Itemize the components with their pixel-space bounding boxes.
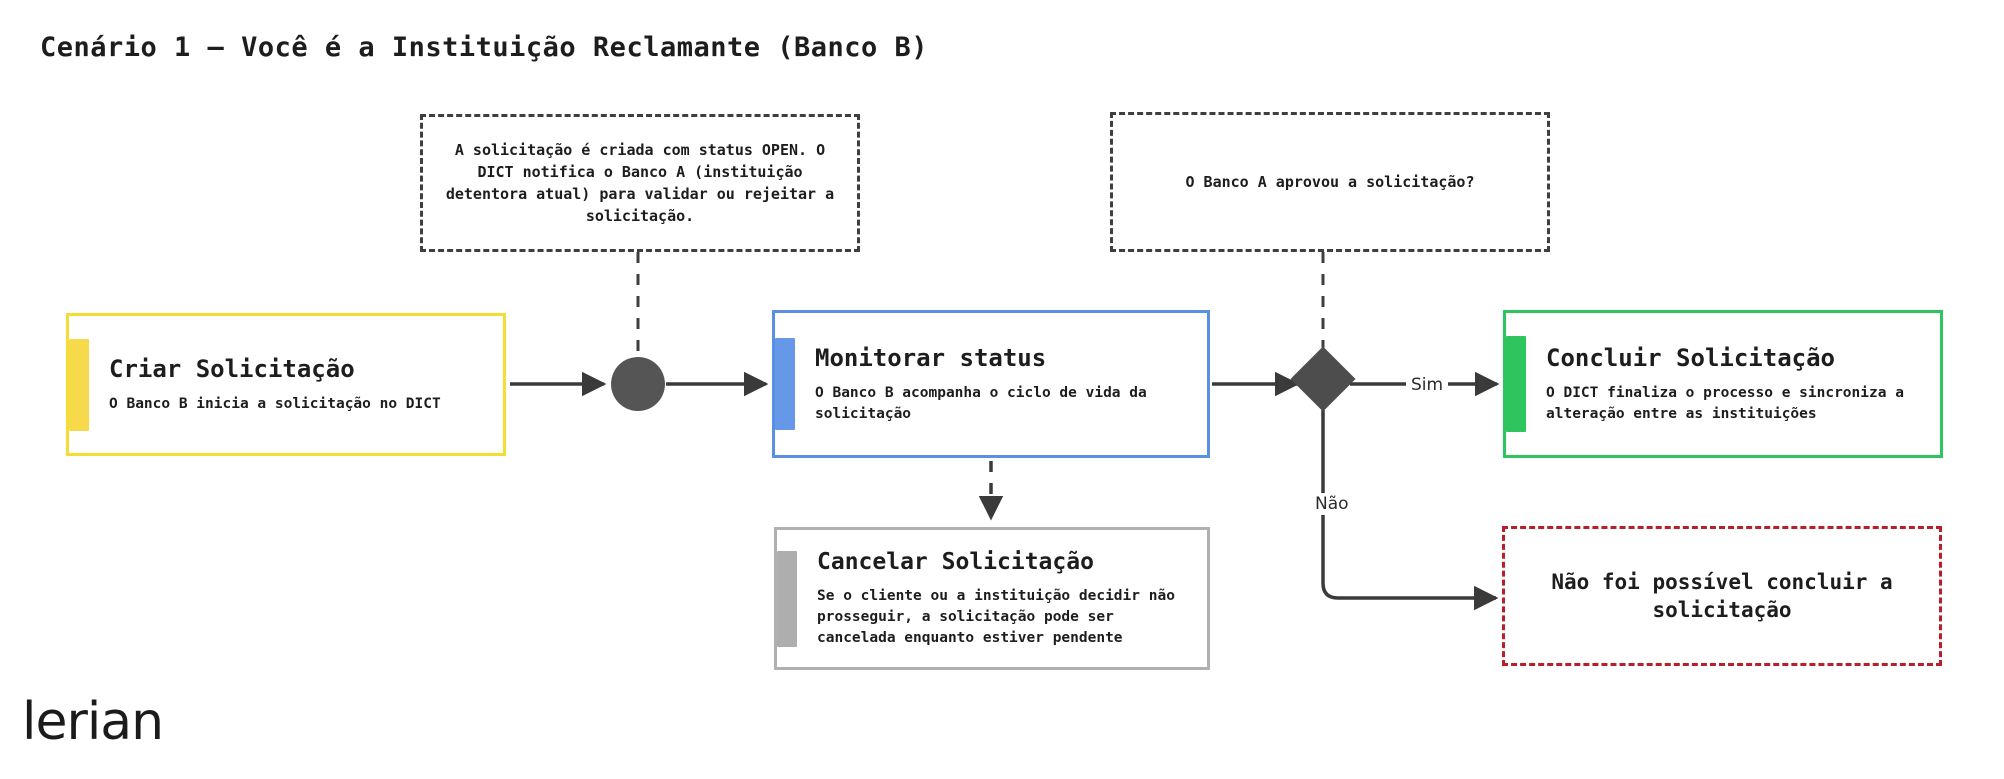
accent-bar-green <box>1506 336 1526 432</box>
node-criar-body: Criar Solicitação O Banco B inicia a sol… <box>89 354 503 415</box>
node-monitorar-description: O Banco B acompanha o ciclo de vida da s… <box>815 384 1147 422</box>
edge-label-sim: Sim <box>1406 374 1449 396</box>
circle-junction-icon <box>611 357 665 411</box>
node-falha-terminal[interactable]: Não foi possível concluir a solicitação <box>1502 526 1942 666</box>
edge-label-nao: Não <box>1310 493 1354 515</box>
note-decision-question: O Banco A aprovou a solicitação? <box>1110 112 1550 252</box>
decision-diamond-icon <box>1290 346 1356 412</box>
node-monitorar-body: Monitorar status O Banco B acompanha o c… <box>795 343 1207 425</box>
node-concluir-description: O DICT finaliza o processo e sincroniza … <box>1546 384 1904 422</box>
node-cancelar-description: Se o cliente ou a instituição decidir nã… <box>817 588 1175 647</box>
accent-bar-yellow <box>69 338 89 431</box>
note-decision-question-text: O Banco A aprovou a solicitação? <box>1185 172 1475 191</box>
lerian-logo: lerian <box>22 692 164 752</box>
node-criar-solicitacao[interactable]: Criar Solicitação O Banco B inicia a sol… <box>66 313 506 456</box>
node-cancelar-title: Cancelar Solicitação <box>817 548 1094 575</box>
node-monitorar-status[interactable]: Monitorar status O Banco B acompanha o c… <box>772 310 1210 458</box>
node-cancelar-solicitacao[interactable]: Cancelar Solicitação Se o cliente ou a i… <box>774 527 1210 670</box>
page-title: Cenário 1 – Você é a Instituição Reclama… <box>40 32 929 63</box>
accent-bar-gray <box>777 550 797 647</box>
accent-bar-blue <box>775 338 795 430</box>
node-falha-text: Não foi possível concluir a solicitação <box>1551 569 1893 622</box>
node-concluir-body: Concluir Solicitação O DICT finaliza o p… <box>1526 343 1940 425</box>
note-status-open: A solicitação é criada com status OPEN. … <box>420 114 860 252</box>
node-cancelar-body: Cancelar Solicitação Se o cliente ou a i… <box>797 548 1207 650</box>
node-criar-description: O Banco B inicia a solicitação no DICT <box>109 395 441 412</box>
node-monitorar-title: Monitorar status <box>815 343 1047 372</box>
node-concluir-solicitacao[interactable]: Concluir Solicitação O DICT finaliza o p… <box>1503 310 1943 458</box>
note-status-open-text: A solicitação é criada com status OPEN. … <box>445 140 835 226</box>
node-concluir-title: Concluir Solicitação <box>1546 343 1835 372</box>
node-criar-title: Criar Solicitação <box>109 354 355 383</box>
